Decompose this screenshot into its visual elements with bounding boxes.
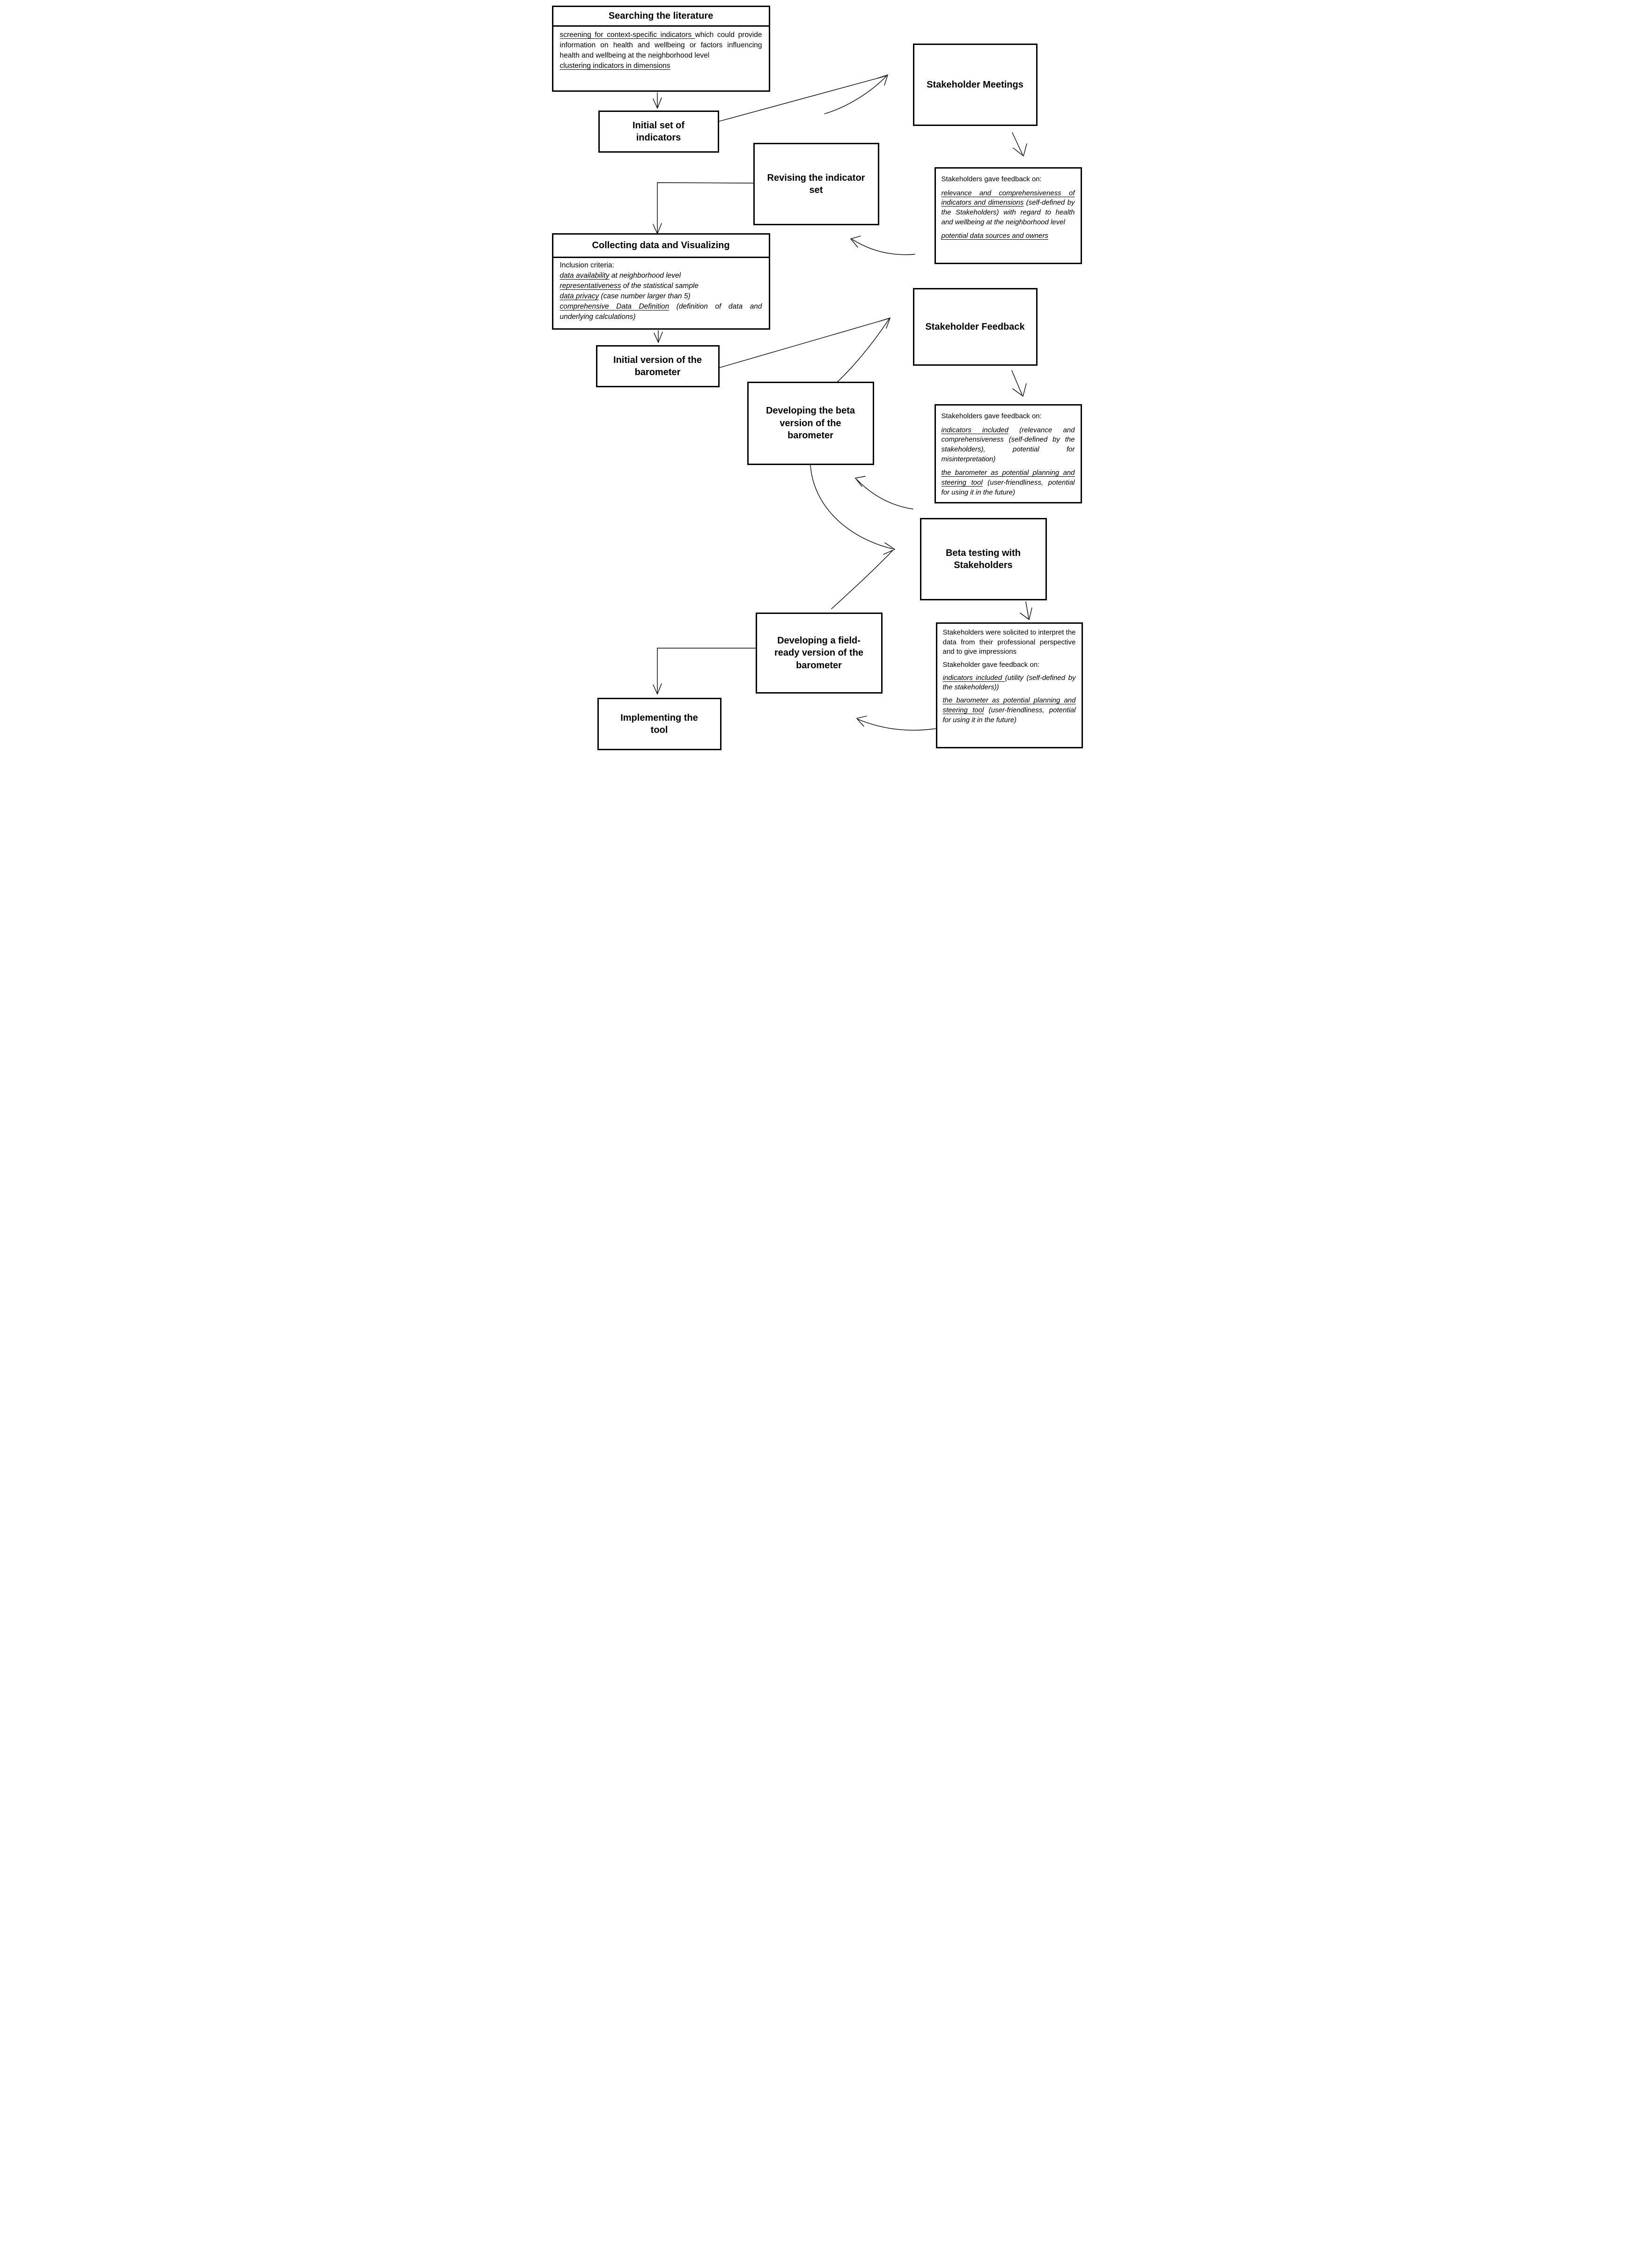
implementing-tool-label: Implementing the tool <box>620 712 698 735</box>
initial-version-box: Initial version of the barometer <box>596 345 720 387</box>
arrow-beta-to-betatesting-head <box>883 542 895 555</box>
developing-beta-label: Developing the beta version of the barom… <box>765 406 855 441</box>
revising-indicator-set-box: Revising the indicator set <box>753 143 879 225</box>
arrow-beta-to-betatesting-line <box>810 465 893 549</box>
arrow-initial-set-to-meetings-head <box>876 74 888 86</box>
searching-literature-body: screening for context-specific indicator… <box>553 27 769 71</box>
arrow-betatesting-to-feedback3-head <box>1019 607 1032 621</box>
arrow-initial-set-to-meetings-tail <box>824 76 887 114</box>
collecting-data-title: Collecting data and Visualizing <box>553 235 769 258</box>
flowchart-canvas: Searching the literature screening for c… <box>545 0 1089 756</box>
arrow-meetings-to-feedback1-line <box>1011 132 1023 155</box>
arrow-revising-to-collecting-line <box>656 182 755 233</box>
field-ready-box: Developing a field- ready version of the… <box>755 613 883 694</box>
feedback-meetings-item1-underlined: relevance and comprehensiveness of indic… <box>941 189 1075 207</box>
criterion-definition-rest: (definition of data and underlying calcu… <box>559 303 762 321</box>
arrow-feedback-to-feedback2-head <box>1012 383 1027 397</box>
feedback-meetings-item1-rest: (self-defined by the Stakeholders) with … <box>941 199 1075 226</box>
criterion-privacy-rest: (case number larger than 5) <box>599 292 691 300</box>
stakeholder-feedback-label: Stakeholder Feedback <box>925 321 1025 332</box>
searching-screening-rest: which could provide information on healt… <box>559 31 762 59</box>
feedback-initial-item2-underlined: the barometer as potential planning and … <box>941 469 1075 487</box>
feedback-beta-item1-rest: (utility (self-defined by the stakeholde… <box>942 673 1076 692</box>
feedback-initial-item2: the barometer as potential planning and … <box>942 468 1075 497</box>
feedback-beta-item1: indicators included (utility (self-defin… <box>943 673 1076 693</box>
flow-arrows <box>652 74 1032 731</box>
feedback-beta-para1-text: Stakeholders were solicited to interpret… <box>942 628 1076 656</box>
feedback-initial-intro: Stakeholders gave feedback on: <box>942 412 1075 421</box>
feedback-beta-item2-underlined: the barometer as potential planning and … <box>942 696 1076 714</box>
feedback-meetings-item2-underlined: potential data sources and owners <box>941 232 1048 240</box>
criterion-representativeness-underlined: representativeness <box>559 282 621 290</box>
criterion-availability-underlined: data availability <box>559 272 610 280</box>
searching-screening-underlined: screening for context-specific indicator… <box>559 31 695 39</box>
initial-set-box: Initial set of indicators <box>598 111 719 153</box>
arrow-feedback2-to-beta-head <box>854 476 866 487</box>
searching-literature-title: Searching the literature <box>553 7 769 27</box>
arrow-initial-version-to-feedback-head <box>878 317 891 329</box>
criterion-availability-rest: at neighborhood level <box>609 272 681 280</box>
feedback-beta-intro-text: Stakeholder gave feedback on: <box>942 661 1040 669</box>
collecting-intro: Inclusion criteria: <box>559 261 614 269</box>
feedback-beta-item2-rest: (user-friendliness, potential for using … <box>942 706 1076 724</box>
arrow-feedback1-to-revising-head <box>850 236 861 248</box>
feedback-meetings-item2: potential data sources and owners <box>942 231 1075 241</box>
feedback-initial-item1: indicators included (relevance and compr… <box>942 426 1075 465</box>
feedback-initial-item1-rest: (relevance and comprehensiveness (self-d… <box>941 426 1075 463</box>
feedback-meetings-intro: Stakeholders gave feedback on: <box>942 175 1075 185</box>
feedback-beta-intro: Stakeholder gave feedback on: <box>943 660 1076 670</box>
feedback-beta-item2: the barometer as potential planning and … <box>943 696 1076 725</box>
stakeholder-feedback-box: Stakeholder Feedback <box>913 288 1038 366</box>
developing-beta-box: Developing the beta version of the barom… <box>747 382 874 465</box>
feedback-beta-item1-underlined: indicators included <box>942 673 1005 682</box>
arrow-beta-to-betatesting-tail <box>831 550 893 609</box>
feedback-beta-box: Stakeholders were solicited to interpret… <box>935 622 1083 748</box>
beta-testing-box: Beta testing with Stakeholders <box>920 518 1047 600</box>
collecting-data-title-text: Collecting data and Visualizing <box>592 240 730 251</box>
arrow-initial-set-to-meetings-line <box>718 75 887 122</box>
feedback-meetings-box: Stakeholders gave feedback on: relevance… <box>934 167 1082 264</box>
arrow-collecting-to-initial-version-head <box>653 332 663 343</box>
searching-literature-title-text: Searching the literature <box>608 11 714 21</box>
searching-literature-box: Searching the literature screening for c… <box>552 6 770 92</box>
criterion-privacy-underlined: data privacy <box>559 292 599 300</box>
searching-clustering-underlined: clustering indicators in dimensions <box>559 62 670 70</box>
revising-indicator-set-label: Revising the indicator set <box>767 172 865 195</box>
collecting-data-body: Inclusion criteria: data availability at… <box>553 258 769 322</box>
collecting-data-box: Collecting data and Visualizing Inclusio… <box>552 233 770 330</box>
feedback-initial-item2-rest: (user-friendliness, potential for using … <box>941 479 1075 496</box>
arrow-feedback1-to-revising-line <box>851 239 915 255</box>
feedback-initial-box: Stakeholders gave feedback on: indicator… <box>934 404 1082 503</box>
implementing-tool-box: Implementing the tool <box>597 698 721 750</box>
feedback-initial-intro-text: Stakeholders gave feedback on: <box>941 412 1042 420</box>
stakeholder-meetings-box: Stakeholder Meetings <box>913 44 1038 126</box>
arrow-feedback3-to-implementing-line <box>857 719 936 731</box>
stakeholder-meetings-label: Stakeholder Meetings <box>927 79 1023 90</box>
arrow-betatesting-to-feedback3-line <box>1025 601 1029 619</box>
arrow-searching-to-initial-set-head <box>652 97 662 109</box>
field-ready-label: Developing a field- ready version of the… <box>774 635 864 671</box>
feedback-meetings-item1: relevance and comprehensiveness of indic… <box>942 189 1075 228</box>
arrow-initial-version-to-feedback-line <box>719 318 890 368</box>
beta-testing-label: Beta testing with Stakeholders <box>945 547 1021 570</box>
feedback-beta-para1: Stakeholders were solicited to interpret… <box>943 628 1076 657</box>
arrow-feedback-to-feedback2-line <box>1011 370 1023 395</box>
initial-version-label: Initial version of the barometer <box>613 355 702 377</box>
criterion-definition-underlined: comprehensive Data Definition <box>559 303 670 310</box>
arrow-fieldready-to-implementing-head <box>652 683 662 695</box>
initial-set-label: Initial set of indicators <box>632 120 685 143</box>
arrow-meetings-to-feedback1-head <box>1012 143 1027 157</box>
feedback-meetings-intro-text: Stakeholders gave feedback on: <box>941 175 1042 183</box>
criterion-representativeness-rest: of the statistical sample <box>621 282 699 290</box>
feedback-initial-item1-underlined: indicators included <box>941 426 1008 434</box>
arrow-fieldready-to-implementing-line <box>656 648 756 694</box>
arrow-feedback2-to-beta-line <box>856 479 913 510</box>
arrow-feedback3-to-implementing-head <box>856 716 867 727</box>
